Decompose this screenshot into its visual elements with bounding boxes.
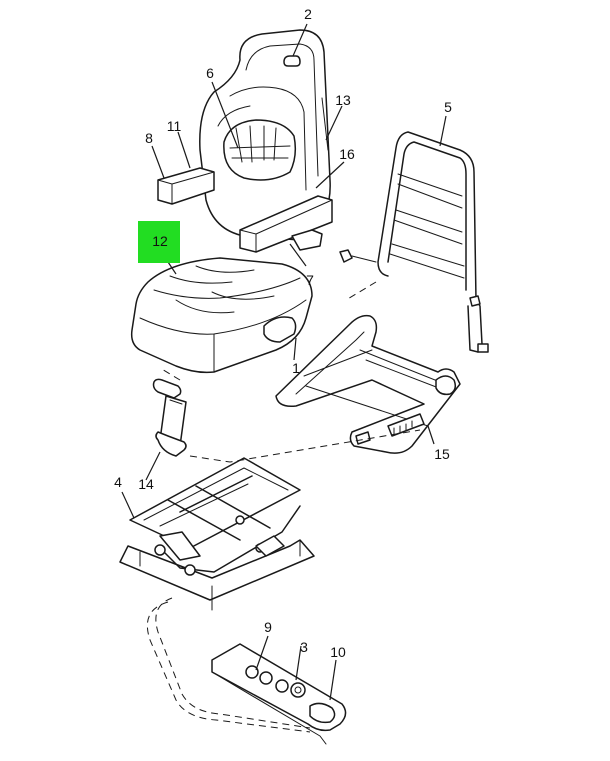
back-frame (339, 131, 489, 353)
callout-12[interactable]: 12 (152, 233, 168, 249)
shock-absorber (152, 378, 187, 457)
callout-4[interactable]: 4 (114, 474, 122, 490)
callout-8[interactable]: 8 (145, 130, 153, 146)
suspension-base (119, 457, 315, 611)
seat-back-assembly (157, 29, 333, 253)
callout-14[interactable]: 14 (138, 476, 154, 492)
seat-cushion (130, 257, 313, 374)
seat-slide-frame (275, 314, 461, 454)
callout-15[interactable]: 15 (434, 446, 450, 462)
callout-2[interactable]: 2 (304, 6, 312, 22)
callout-16[interactable]: 16 (339, 146, 355, 162)
callout-10[interactable]: 10 (330, 644, 346, 660)
assembly-lines (146, 281, 421, 733)
callout-labels[interactable]: 1 2 3 4 5 6 7 8 9 10 11 12 13 14 15 16 (114, 6, 452, 660)
callout-11[interactable]: 11 (167, 118, 182, 134)
callout-6[interactable]: 6 (206, 65, 214, 81)
selected-callout-highlight (138, 221, 180, 263)
callout-13[interactable]: 13 (335, 92, 351, 108)
callout-5[interactable]: 5 (444, 99, 452, 115)
callout-1[interactable]: 1 (292, 360, 300, 376)
callout-3[interactable]: 3 (300, 639, 308, 655)
control-panel (211, 643, 347, 745)
callout-leaders (121, 23, 447, 701)
callout-7[interactable]: 7 (306, 272, 314, 288)
callout-9[interactable]: 9 (264, 619, 272, 635)
